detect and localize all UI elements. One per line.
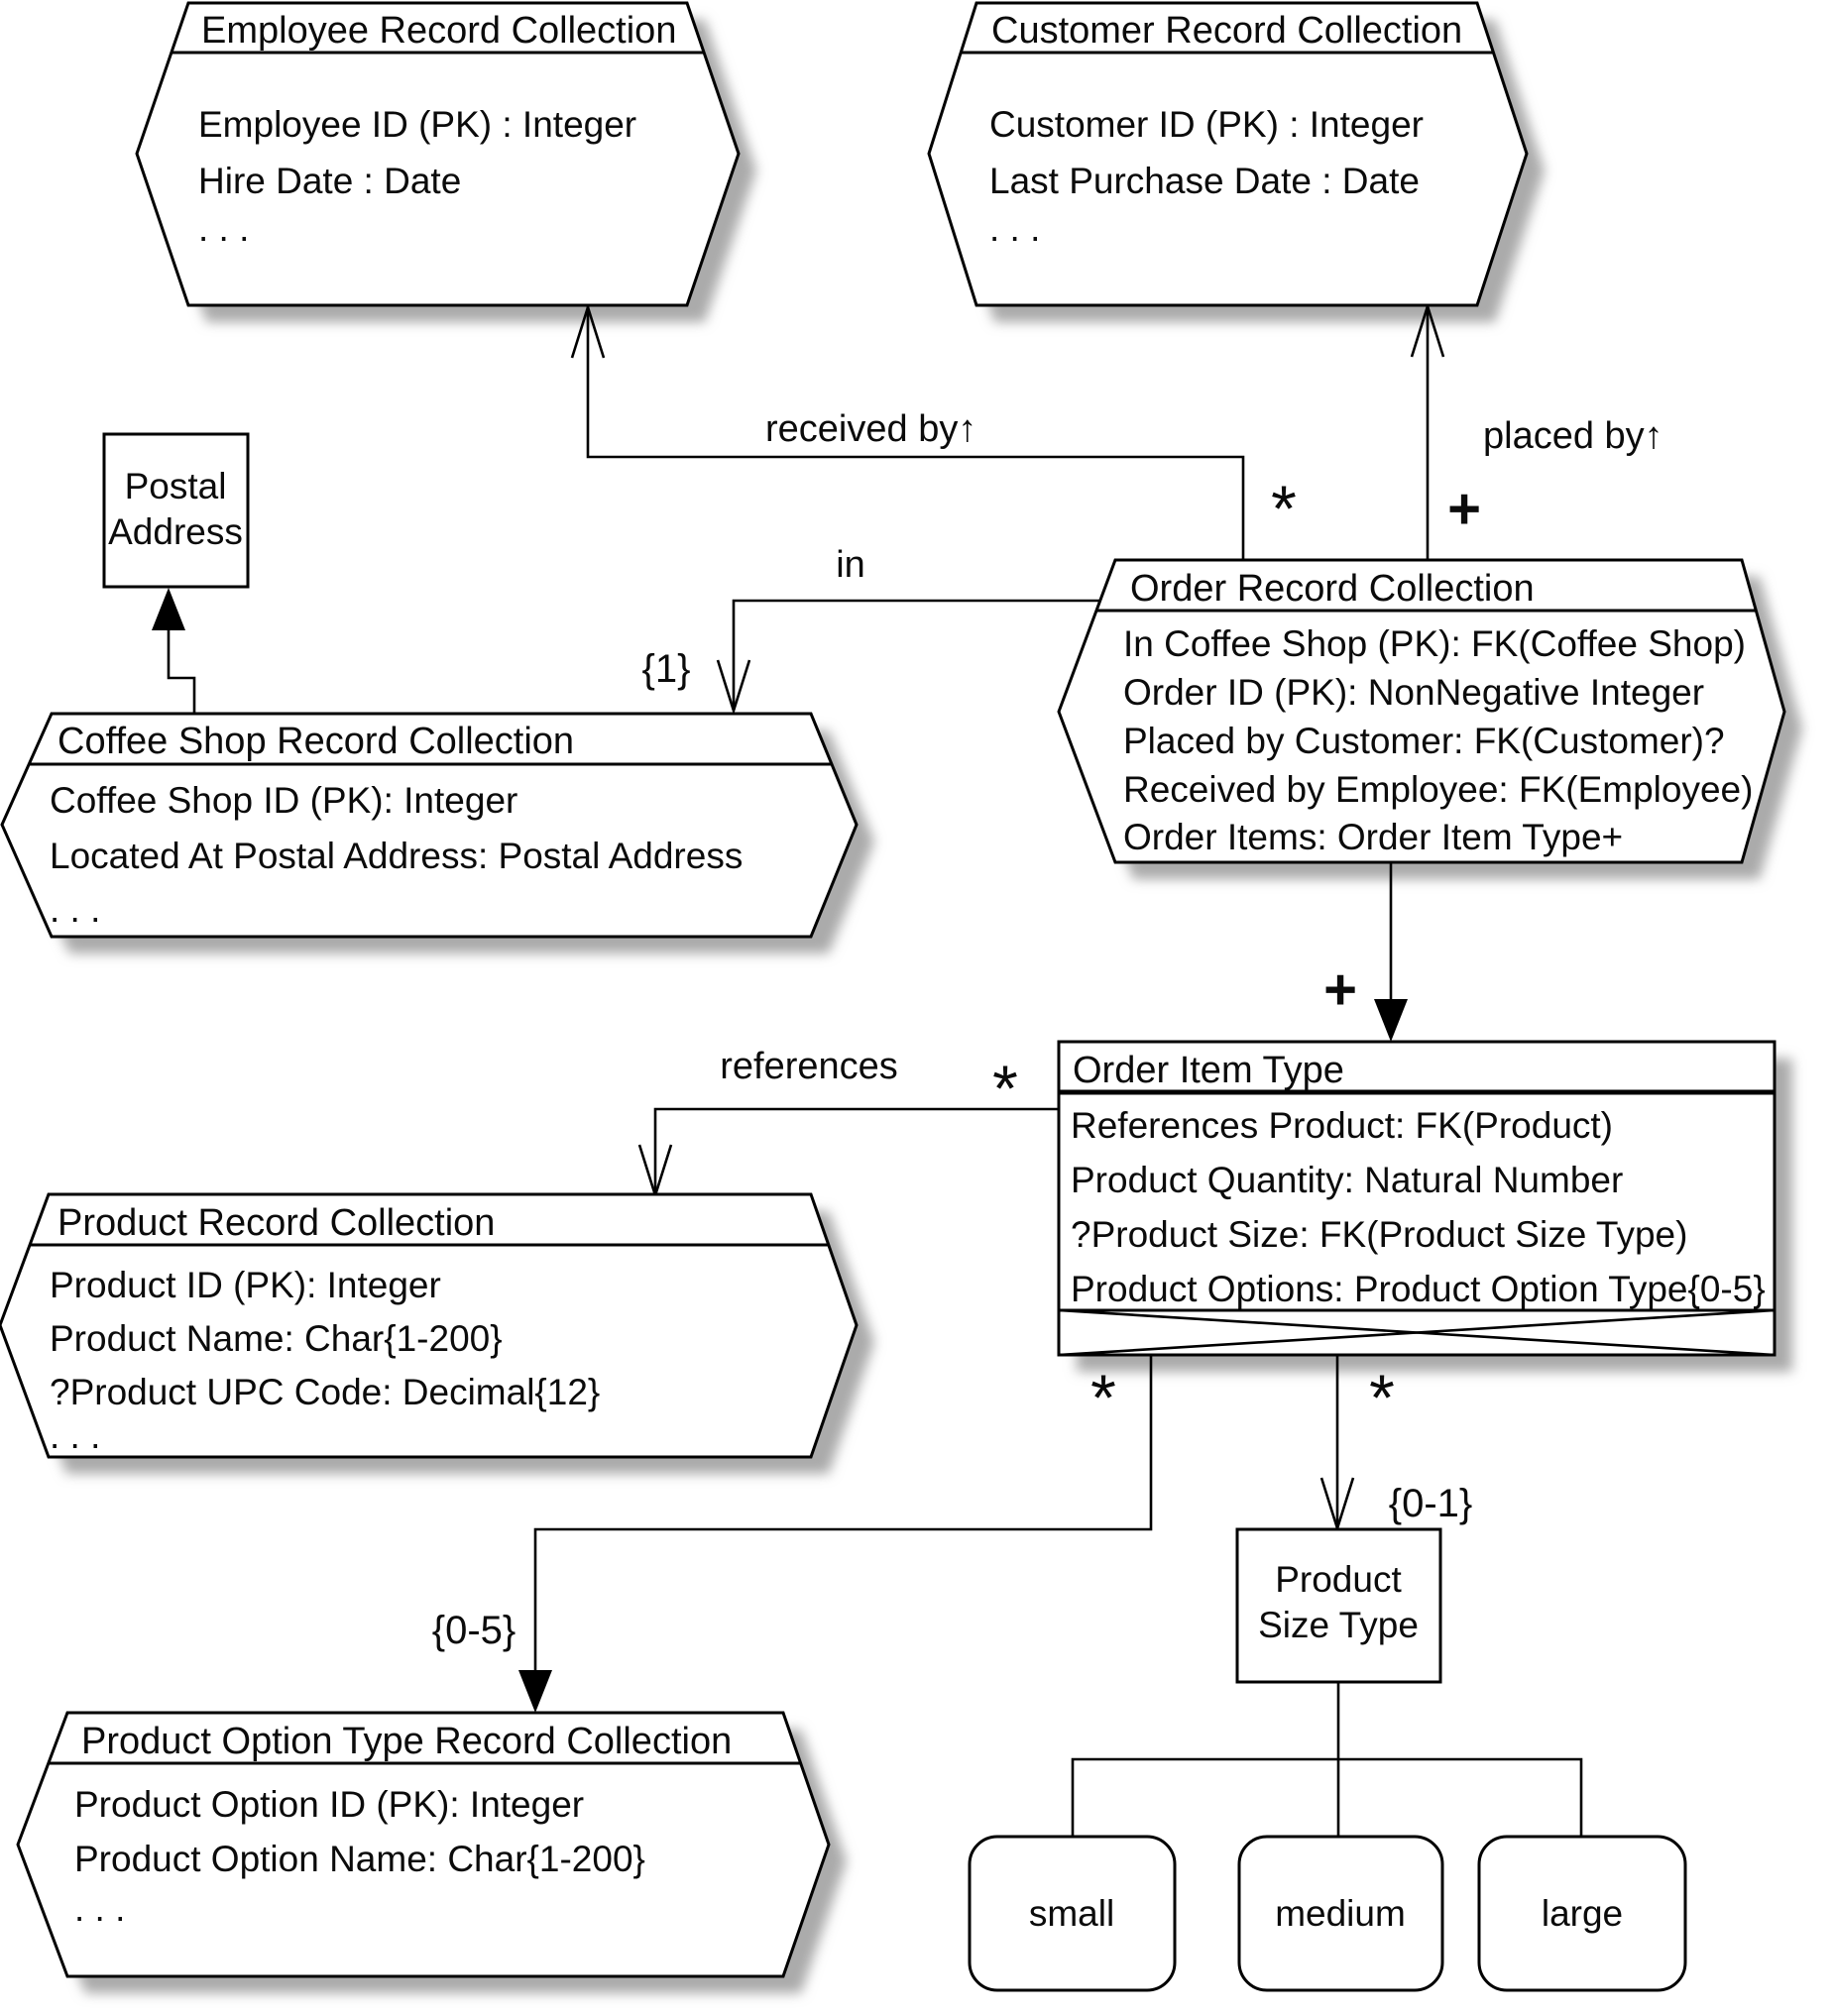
employee-title: Employee Record Collection: [201, 10, 676, 52]
multiplicity-one-label: {1}: [642, 647, 691, 691]
order-items-filled-arrow-icon: [1374, 999, 1408, 1042]
multiplicity-zero-five-label: {0-5}: [432, 1609, 516, 1652]
order-field: In Coffee Shop (PK): FK(Coffee Shop): [1123, 623, 1746, 664]
in-open-arrow-icon: [716, 659, 751, 716]
order-item-field: References Product: FK(Product): [1071, 1105, 1613, 1146]
employee-shape: [135, 1, 741, 307]
multiplicity-star-label: *: [1271, 472, 1297, 545]
product-title: Product Record Collection: [57, 1202, 495, 1244]
order-item-field: Product Options: Product Option Type{0-5…: [1071, 1269, 1766, 1309]
shadows: [18, 20, 1802, 1993]
product-node: Product Record Collection Product ID (PK…: [0, 1192, 859, 1459]
size-medium-shape: [1237, 1835, 1444, 1992]
size-children-connector: [1071, 1682, 1583, 1837]
product-option-field: Product Option ID (PK): Integer: [74, 1784, 584, 1825]
in-label: in: [836, 544, 865, 586]
postal-address-node: Postal Address: [102, 432, 250, 589]
order-field: Placed by Customer: FK(Customer)?: [1123, 721, 1725, 761]
size-branch-line: [1071, 1757, 1583, 1837]
size-large-label: large: [1542, 1893, 1623, 1934]
product-field: Product ID (PK): Integer: [50, 1265, 441, 1305]
received-by-open-arrow-icon: [570, 302, 606, 359]
order-field: Order Items: Order Item Type+: [1123, 817, 1623, 857]
product-options-line: [533, 1355, 1153, 1708]
size-small-shape: [968, 1835, 1177, 1992]
multiplicity-plus-label: +: [1447, 477, 1481, 541]
product-size-label: Product: [1275, 1559, 1402, 1600]
multiplicity-star-label: *: [1369, 1361, 1395, 1434]
coffee-shop-field: Coffee Shop ID (PK): Integer: [50, 780, 517, 821]
placed-by-connector: [1410, 301, 1445, 560]
product-option-title: Product Option Type Record Collection: [81, 1721, 732, 1762]
coffee-shop-field: . . .: [50, 889, 100, 930]
placed-by-label: placed by↑: [1483, 415, 1663, 457]
product-field: Product Name: Char{1-200}: [50, 1318, 503, 1359]
size-large-shape: [1477, 1835, 1687, 1992]
located-at-line: [167, 624, 196, 714]
product-option-shape: [16, 1711, 831, 1978]
size-small-node: small: [968, 1835, 1177, 1992]
in-line: [732, 599, 1102, 710]
employee-node: Employee Record Collection Employee ID (…: [135, 1, 741, 307]
size-medium-node: medium: [1237, 1835, 1444, 1992]
employee-field: . . .: [198, 208, 249, 249]
order-node: Order Record Collection In Coffee Shop (…: [1057, 558, 1786, 864]
product-field: ?Product UPC Code: Decimal{12}: [50, 1372, 600, 1412]
located-at-filled-arrow-icon: [152, 588, 185, 630]
order-item-x-icon: [1058, 1308, 1776, 1357]
received-by-line: [586, 306, 1245, 560]
size-medium-label: medium: [1275, 1893, 1406, 1934]
order-item-field: ?Product Size: FK(Product Size Type): [1071, 1214, 1687, 1255]
order-title: Order Record Collection: [1130, 568, 1535, 610]
customer-field: Customer ID (PK) : Integer: [989, 104, 1424, 145]
product-options-filled-arrow-icon: [518, 1670, 552, 1713]
received-by-connector: [570, 302, 1245, 560]
order-item-field: Product Quantity: Natural Number: [1071, 1160, 1623, 1200]
references-line: [653, 1107, 1059, 1194]
customer-node: Customer Record Collection Customer ID (…: [927, 1, 1529, 307]
coffee-shop-title: Coffee Shop Record Collection: [57, 721, 574, 762]
product-shape: [0, 1192, 859, 1459]
size-large-node: large: [1477, 1835, 1687, 1992]
multiplicity-star-label: *: [992, 1052, 1018, 1125]
customer-field: Last Purchase Date : Date: [989, 161, 1420, 201]
multiplicity-zero-one-label: {0-1}: [1389, 1482, 1473, 1525]
coffee-shop-field: Located At Postal Address: Postal Addres…: [50, 836, 743, 876]
order-field: Order ID (PK): NonNegative Integer: [1123, 672, 1704, 713]
received-by-label: received by↑: [765, 408, 976, 450]
employee-field: Employee ID (PK) : Integer: [198, 104, 636, 145]
product-size-label: Size Type: [1258, 1605, 1419, 1645]
customer-shape: [927, 1, 1529, 307]
postal-address-label: Postal: [125, 466, 227, 506]
customer-title: Customer Record Collection: [991, 10, 1462, 52]
product-size-connector: [1319, 1355, 1355, 1533]
size-small-label: small: [1029, 1893, 1114, 1934]
multiplicity-plus-label: +: [1323, 957, 1357, 1022]
product-size-node: Product Size Type: [1235, 1527, 1442, 1684]
employee-field: Hire Date : Date: [198, 161, 461, 201]
product-field: . . .: [50, 1415, 100, 1456]
located-at-connector: [152, 588, 196, 714]
multiplicity-star-label: *: [1090, 1361, 1116, 1434]
customer-field: . . .: [989, 208, 1040, 249]
order-item-title: Order Item Type: [1073, 1050, 1344, 1091]
coffee-shop-shape: [0, 712, 859, 939]
order-items-connector: [1374, 862, 1408, 1042]
postal-address-label: Address: [108, 511, 243, 552]
product-option-field: . . .: [74, 1888, 125, 1929]
product-option-node: Product Option Type Record Collection Pr…: [16, 1711, 831, 1978]
product-size-shape: [1235, 1527, 1442, 1684]
coffee-shop-node: Coffee Shop Record Collection Coffee Sho…: [0, 712, 859, 939]
references-label: references: [720, 1046, 898, 1087]
order-shape: [1057, 558, 1786, 864]
order-item-node: Order Item Type References Product: FK(P…: [1057, 1040, 1777, 1357]
order-field: Received by Employee: FK(Employee): [1123, 769, 1753, 810]
in-connector: [716, 599, 1102, 716]
connector-labels: received by↑ placed by↑ in references {1…: [432, 408, 1663, 1652]
postal-address-shape: [102, 432, 250, 589]
product-options-connector: [518, 1355, 1153, 1713]
product-option-field: Product Option Name: Char{1-200}: [74, 1839, 645, 1879]
